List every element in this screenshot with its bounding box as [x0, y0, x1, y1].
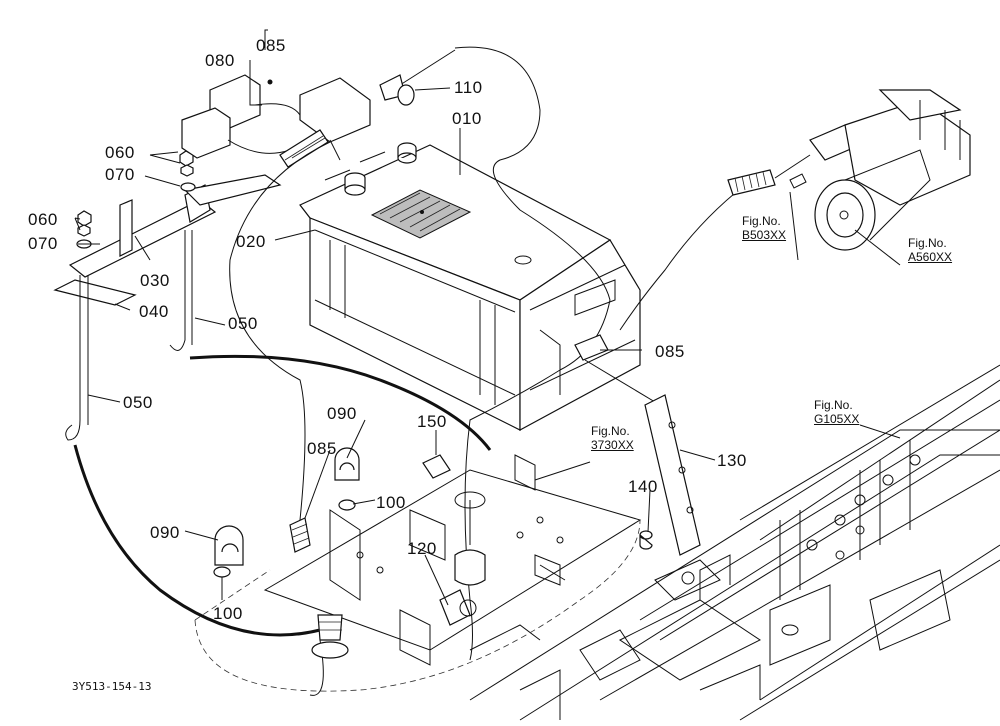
battery-tray-plate — [194, 454, 642, 692]
part-label-130: 130 — [717, 451, 747, 470]
figure-ref-b503[interactable]: Fig.No. B503XX — [742, 214, 786, 242]
battery-010 — [299, 142, 641, 432]
figure-ref-number: A560XX — [908, 250, 953, 264]
part-label-085-top: 085 — [256, 36, 286, 55]
figure-ref-label: Fig.No. — [814, 398, 853, 412]
small-fasteners — [213, 394, 701, 659]
part-label-020: 020 — [236, 232, 266, 251]
part-label-100-upper: 100 — [376, 493, 406, 512]
figure-ref-label: Fig.No. — [908, 236, 947, 250]
part-label-080: 080 — [205, 51, 235, 70]
figure-ref-g105[interactable]: Fig.No. G105XX — [814, 398, 859, 426]
part-label-050-upper: 050 — [228, 314, 258, 333]
chassis-frame — [469, 364, 1000, 721]
part-label-090-lower: 090 — [150, 523, 180, 542]
figure-ref-3730[interactable]: Fig.No. 3730XX — [591, 424, 634, 452]
part-label-070-lower: 070 — [28, 234, 58, 253]
part-label-140: 140 — [628, 477, 658, 496]
figure-ref-label: Fig.No. — [742, 214, 781, 228]
battery-cables — [73, 46, 811, 696]
connector-080 — [181, 74, 371, 168]
part-label-060-upper: 060 — [105, 143, 135, 162]
figure-ref-number: B503XX — [742, 228, 787, 242]
leader-lines — [74, 29, 901, 606]
part-label-030: 030 — [140, 271, 170, 290]
part-label-085-mid: 085 — [307, 439, 337, 458]
part-label-040: 040 — [139, 302, 169, 321]
part-label-050-lower: 050 — [123, 393, 153, 412]
drawing-code: 3Y513-154-13 — [72, 680, 152, 693]
figure-ref-number: 3730XX — [591, 438, 634, 452]
part-label-060-lower: 060 — [28, 210, 58, 229]
part-label-100-lower: 100 — [213, 604, 243, 623]
part-label-070-upper: 070 — [105, 165, 135, 184]
part-label-085-right: 085 — [655, 342, 685, 361]
figure-ref-number: G105XX — [814, 412, 860, 426]
battery-hold-bracket — [53, 174, 282, 441]
nuts-washers — [76, 150, 196, 249]
part-label-120: 120 — [407, 539, 437, 558]
part-label-110: 110 — [454, 78, 483, 97]
figure-ref-a560[interactable]: Fig.No. A560XX — [908, 236, 952, 264]
part-label-090-upper: 090 — [327, 404, 357, 423]
starter-motor — [789, 89, 971, 251]
part-label-010: 010 — [452, 109, 482, 128]
figure-ref-label: Fig.No. — [591, 424, 630, 438]
part-label-150: 150 — [417, 412, 447, 431]
